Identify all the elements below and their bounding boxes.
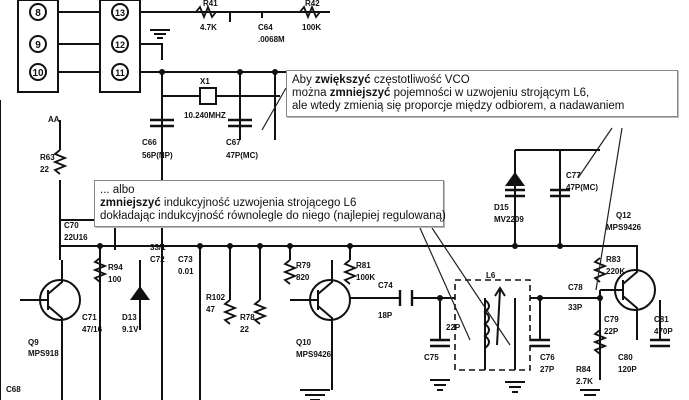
- coil-l6: [483, 286, 506, 349]
- c70-value: 22U16: [64, 233, 88, 242]
- c66-value: 56P(NP): [142, 151, 173, 160]
- c71-value: 47/16: [82, 325, 103, 334]
- vco-note-line-1: Aby zwiększyć częstotliwość VCO: [292, 74, 470, 86]
- r63-value: 22: [40, 165, 49, 174]
- c75-value: 22P: [446, 323, 461, 332]
- c72-ref: C72: [150, 255, 165, 264]
- c70-ref: C70: [64, 221, 79, 230]
- callout-leaders: [261, 87, 623, 346]
- c77-ref: C77: [566, 171, 581, 180]
- q12-ref: Q12: [616, 211, 632, 220]
- ind-note-line-3: dokładając indukcyjność równolegle do ni…: [100, 210, 446, 222]
- q10-ref: Q10: [296, 338, 312, 347]
- emphasis-decrease: zmniejszyć: [100, 197, 161, 209]
- r84-ref: R84: [576, 365, 591, 374]
- d13-ref: D13: [122, 313, 137, 322]
- pin-label: 13: [115, 8, 125, 18]
- r78-value: 22: [240, 325, 249, 334]
- r81-value: 100K: [356, 273, 375, 282]
- r42-value: 100K: [302, 23, 321, 32]
- r94-ref: R94: [108, 263, 123, 272]
- c78-ref: C78: [568, 283, 583, 292]
- vco-frequency-note: Aby zwiększyć częstotliwość VCO można zm…: [286, 70, 678, 117]
- emphasis-decrease: zmniejszyć: [329, 87, 391, 99]
- r79-value: 820: [296, 273, 310, 282]
- pin-label: 12: [115, 40, 125, 50]
- emphasis-increase: zwiększyć: [315, 74, 371, 86]
- r84-value: 2.7K: [576, 377, 593, 386]
- connector-pins: 8 9 10 13 12 11: [29, 3, 129, 81]
- c68-ref: C68: [6, 385, 21, 394]
- c74-ref: C74: [378, 281, 393, 290]
- c76-value: 27P: [540, 365, 555, 374]
- r83-ref: R83: [606, 255, 621, 264]
- ind-note-line-2: zmniejszyć indukcyjność uzwojenia stroją…: [100, 197, 357, 209]
- c78-value: 33P: [568, 303, 583, 312]
- r63-ref: R63: [40, 153, 55, 162]
- aa-label: AA: [48, 115, 60, 124]
- c67-value: 47P(MC): [226, 151, 258, 160]
- r79-ref: R79: [296, 261, 311, 270]
- c67-ref: C67: [226, 138, 241, 147]
- c77-value: 47P(MC): [566, 183, 598, 192]
- r102-ref: R102: [206, 293, 226, 302]
- capacitor-plates: [150, 118, 670, 348]
- r41-value: 4.7K: [200, 23, 217, 32]
- vco-note-line-2: można zmniejszyć pojemności w uzwojeniu …: [292, 87, 590, 99]
- c79-ref: C79: [604, 315, 619, 324]
- r42-ref: R42: [305, 0, 320, 8]
- r81-ref: R81: [356, 261, 371, 270]
- q10-value: MPS9426: [296, 350, 332, 359]
- c79-value: 22P: [604, 327, 619, 336]
- c81-ref: C81: [654, 315, 669, 324]
- c64-value: .0068M: [258, 35, 285, 44]
- c80-value: 120P: [618, 365, 637, 374]
- component-labels: R41 4.7K C64 .0068M R42 100K X1 10.240MH…: [6, 0, 673, 394]
- pin-label: 11: [115, 68, 125, 78]
- c76-ref: C76: [540, 353, 555, 362]
- c71-ref: C71: [82, 313, 97, 322]
- c74-value: 18P: [378, 311, 393, 320]
- q9-value: MPS918: [28, 349, 59, 358]
- ind-note-line-1: ... albo: [100, 184, 135, 196]
- r94-value: 100: [108, 275, 122, 284]
- q12-value: MPS9426: [606, 223, 642, 232]
- diodes: [130, 172, 525, 300]
- d15-value: MV2209: [494, 215, 524, 224]
- r78-ref: R78: [240, 313, 255, 322]
- pin-label: 9: [35, 40, 41, 51]
- pin-label: 8: [35, 8, 41, 19]
- c64-ref: C64: [258, 23, 273, 32]
- vco-note-line-3: ale wtedy zmienią się proporcje między o…: [292, 100, 625, 112]
- c81-value: 470P: [654, 327, 673, 336]
- r102-value: 47: [206, 305, 215, 314]
- q9-ref: Q9: [28, 338, 39, 347]
- pin-label: 10: [32, 68, 44, 79]
- c73-ref: C73: [178, 255, 193, 264]
- x1-value: 10.240MHZ: [184, 111, 226, 120]
- r83-value: 220K: [606, 267, 625, 276]
- junctions: [97, 69, 603, 301]
- d13-value: 9.1V: [122, 325, 139, 334]
- resistors: [52, 4, 608, 355]
- x1-ref: X1: [200, 77, 210, 86]
- c72-value: 33/1: [150, 243, 166, 252]
- inductance-note: ... albo zmniejszyć indukcyjność uzwojen…: [94, 180, 446, 227]
- c80-ref: C80: [618, 353, 633, 362]
- c66-ref: C66: [142, 138, 157, 147]
- d15-ref: D15: [494, 203, 509, 212]
- c73-value: 0.01: [178, 267, 194, 276]
- crystal-x1: [199, 87, 217, 105]
- r41-ref: R41: [203, 0, 218, 8]
- l6-ref: L6: [486, 271, 496, 280]
- c75-ref: C75: [424, 353, 439, 362]
